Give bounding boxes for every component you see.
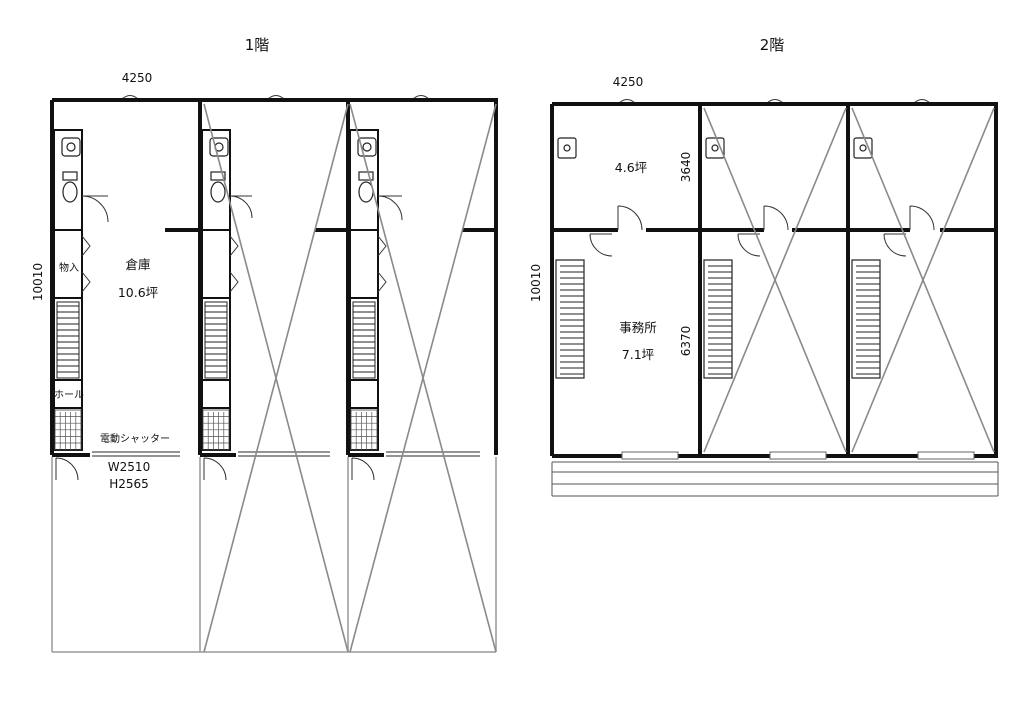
floor1-width-dimension: 4250 bbox=[122, 71, 153, 85]
parking-area-outline bbox=[51, 457, 497, 653]
office-depth: 6370 bbox=[679, 326, 693, 357]
storage-label: 物入 bbox=[59, 261, 79, 274]
warehouse-label: 倉庫 bbox=[125, 257, 150, 272]
shutter-label: 電動シャッター bbox=[100, 432, 170, 445]
floor2-depth-dimension: 10010 bbox=[529, 264, 543, 302]
electric-shutter bbox=[92, 451, 480, 457]
window bbox=[621, 451, 975, 460]
hall-label: ホール bbox=[54, 389, 84, 401]
floor2-plan: 2階 4250 10010 bbox=[529, 36, 999, 497]
office-label: 事務所 bbox=[619, 320, 657, 335]
sink-icon bbox=[61, 137, 377, 157]
entrance-tile-grid bbox=[55, 412, 377, 450]
upper-room-depth: 3640 bbox=[679, 152, 693, 183]
warehouse-area: 10.6坪 bbox=[118, 285, 158, 300]
staircase-icon bbox=[555, 259, 881, 379]
floor2-width-dimension: 4250 bbox=[613, 75, 644, 89]
service-strips bbox=[53, 129, 379, 451]
shutter-height: H2565 bbox=[109, 477, 149, 491]
excluded-unit-cross bbox=[203, 103, 497, 653]
staircase-icon bbox=[56, 301, 376, 379]
stair-treads bbox=[57, 305, 375, 373]
floor2-title: 2階 bbox=[760, 36, 785, 54]
stair-treads bbox=[560, 265, 880, 375]
floor1-plan: 1階 4250 10010 bbox=[31, 36, 498, 653]
sink-icon bbox=[557, 137, 873, 159]
balcony-rail bbox=[551, 461, 999, 497]
office-area: 7.1坪 bbox=[622, 347, 654, 362]
floor1-title: 1階 bbox=[245, 36, 270, 54]
shutter-width: W2510 bbox=[108, 460, 150, 474]
upper-room-area: 4.6坪 bbox=[615, 160, 647, 175]
floor1-walls bbox=[50, 98, 498, 457]
door-swing-icon bbox=[55, 195, 403, 481]
excluded-unit-cross bbox=[703, 107, 995, 453]
floor1-depth-dimension: 10010 bbox=[31, 263, 45, 301]
